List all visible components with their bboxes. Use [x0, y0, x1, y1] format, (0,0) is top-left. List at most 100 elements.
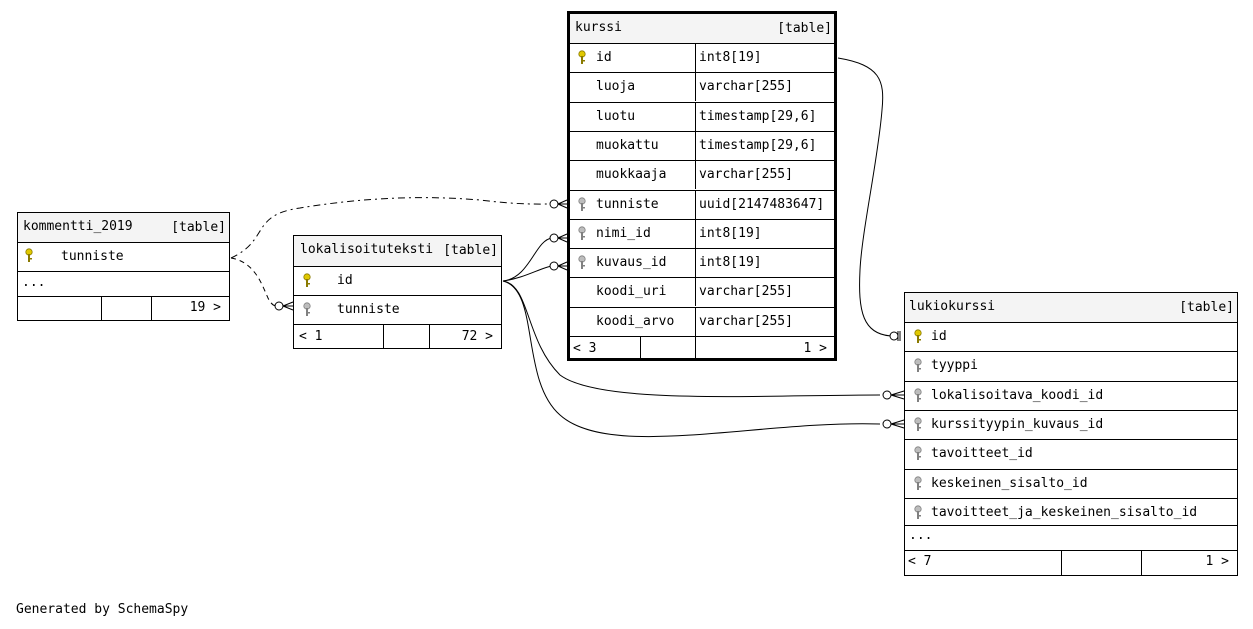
column-row-tunniste[interactable]: tunniste: [18, 242, 229, 271]
column-name: tunniste: [61, 249, 124, 264]
parent-count[interactable]: < 1: [299, 329, 323, 344]
column-type: varchar[255]: [699, 79, 793, 94]
column-type: timestamp[29,6]: [699, 109, 817, 124]
table-footer: < 7 1 >: [905, 550, 1237, 575]
column-row-id[interactable]: id: [905, 322, 1237, 351]
column-name: kurssityypin_kuvaus_id: [931, 417, 1104, 432]
primary-key-icon: [578, 50, 586, 64]
column-row-nimi-id[interactable]: nimi_id int8[19]: [570, 219, 834, 248]
column-row-kuvaus-id[interactable]: kuvaus_id int8[19]: [570, 248, 834, 277]
more-columns-row: ...: [905, 525, 1237, 550]
table-kommentti-2019[interactable]: kommentti_2019 [table] tunniste ... 19 >: [17, 212, 230, 321]
table-header: [18, 213, 229, 242]
column-name: lokalisoitava_koodi_id: [931, 388, 1104, 403]
more-columns: ...: [22, 275, 46, 290]
column-name: muokkaaja: [596, 167, 667, 182]
column-type: uuid[2147483647]: [699, 197, 825, 212]
foreign-key-icon: [914, 358, 922, 372]
parent-count[interactable]: < 3: [573, 341, 597, 356]
column-row-tavoitteet-id[interactable]: tavoitteet_id: [905, 439, 1237, 468]
table-name: kommentti_2019: [23, 219, 133, 234]
primary-key-icon: [25, 248, 33, 262]
primary-key-icon: [303, 273, 311, 287]
column-row-koodi-uri[interactable]: koodi_uri varchar[255]: [570, 277, 834, 306]
table-footer: < 3 1 >: [570, 336, 834, 358]
table-lukiokurssi[interactable]: lukiokurssi [table] id tyyppi lokalisoitav…: [904, 292, 1238, 576]
column-type: int8[19]: [699, 50, 762, 65]
table-kind: [table]: [171, 220, 226, 235]
table-lokalisoituteksti[interactable]: lokalisoituteksti [table] id tunniste < …: [293, 235, 502, 349]
column-row-tyyppi[interactable]: tyyppi: [905, 351, 1237, 380]
edge-kommentti-kurssi-tunniste: [230, 197, 553, 259]
edge-kommentti-lokalisoituteksti: [230, 257, 279, 307]
child-count[interactable]: 1 >: [1205, 554, 1229, 569]
column-name: kuvaus_id: [596, 255, 667, 270]
column-name: tavoitteet_ja_keskeinen_sisalto_id: [931, 505, 1198, 520]
column-name: id: [931, 329, 947, 344]
primary-key-icon: [914, 329, 922, 343]
table-name: lukiokurssi: [909, 299, 996, 314]
column-type: timestamp[29,6]: [699, 138, 817, 153]
column-row-muokkaaja[interactable]: muokkaaja varchar[255]: [570, 160, 834, 189]
column-type: varchar[255]: [699, 167, 793, 182]
column-name: id: [337, 273, 353, 288]
generated-by-label: Generated by SchemaSpy: [16, 602, 189, 617]
child-count[interactable]: 72 >: [461, 329, 493, 344]
table-footer: 19 >: [18, 296, 229, 320]
endpoint-kurssi-kuvaus: [549, 261, 568, 271]
foreign-key-icon: [914, 476, 922, 490]
table-kind: [table]: [1179, 300, 1234, 315]
table-header: [294, 236, 501, 266]
foreign-key-icon: [914, 388, 922, 402]
column-row-kurssityypin-kuvaus-id[interactable]: kurssityypin_kuvaus_id: [905, 410, 1237, 439]
more-columns-row: ...: [18, 271, 229, 296]
table-header: [570, 14, 834, 43]
column-row-lokalisoitava-koodi-id[interactable]: lokalisoitava_koodi_id: [905, 381, 1237, 410]
table-name: kurssi: [575, 20, 622, 35]
column-row-tunniste[interactable]: tunniste: [294, 295, 501, 324]
column-row-keskeinen-sisalto-id[interactable]: keskeinen_sisalto_id: [905, 469, 1237, 498]
foreign-key-icon: [914, 505, 922, 519]
endpoint-lukiokurssi-koodi: [882, 390, 905, 400]
foreign-key-icon: [578, 255, 586, 269]
column-type: int8[19]: [699, 255, 762, 270]
column-name: tunniste: [337, 302, 400, 317]
table-footer: < 1 72 >: [294, 324, 501, 348]
column-type: int8[19]: [699, 226, 762, 241]
edge-lokalisoituteksti-kurssi-kuvaus: [502, 265, 553, 282]
column-name: nimi_id: [596, 226, 651, 241]
table-header: [905, 293, 1237, 322]
foreign-key-icon: [914, 417, 922, 431]
column-name: koodi_uri: [596, 284, 667, 299]
column-type: varchar[255]: [699, 314, 793, 329]
table-name: lokalisoituteksti: [300, 242, 434, 257]
endpoint-lokalisoituteksti-tunniste: [274, 301, 294, 311]
endpoint-kurssi-nimi: [549, 233, 568, 243]
child-count[interactable]: 19 >: [189, 300, 221, 315]
column-row-koodi-arvo[interactable]: koodi_arvo varchar[255]: [570, 307, 834, 336]
edge-lokalisoituteksti-lukiokurssi-koodi: [502, 280, 881, 398]
column-row-luotu[interactable]: luotu timestamp[29,6]: [570, 102, 834, 131]
parent-count[interactable]: < 7: [908, 554, 932, 569]
column-name: tunniste: [596, 197, 659, 212]
column-name: koodi_arvo: [596, 314, 675, 329]
column-name: tavoitteet_id: [931, 446, 1033, 461]
more-columns: ...: [909, 528, 933, 543]
endpoint-lukiokurssi-id: [889, 331, 901, 341]
column-row-tunniste[interactable]: tunniste uuid[2147483647]: [570, 190, 834, 219]
column-name: luotu: [596, 109, 636, 124]
table-kind: [table]: [777, 21, 832, 36]
column-row-tavoitteet-ja-keskeinen-sisalto-id[interactable]: tavoitteet_ja_keskeinen_sisalto_id: [905, 498, 1237, 527]
column-row-id[interactable]: id: [294, 266, 501, 295]
column-type: varchar[255]: [699, 284, 793, 299]
column-name: tyyppi: [931, 358, 978, 373]
foreign-key-icon: [303, 302, 311, 316]
child-count[interactable]: 1 >: [803, 341, 827, 356]
edge-lokalisoituteksti-lukiokurssi-kuvaus: [502, 280, 881, 438]
foreign-key-icon: [914, 446, 922, 460]
